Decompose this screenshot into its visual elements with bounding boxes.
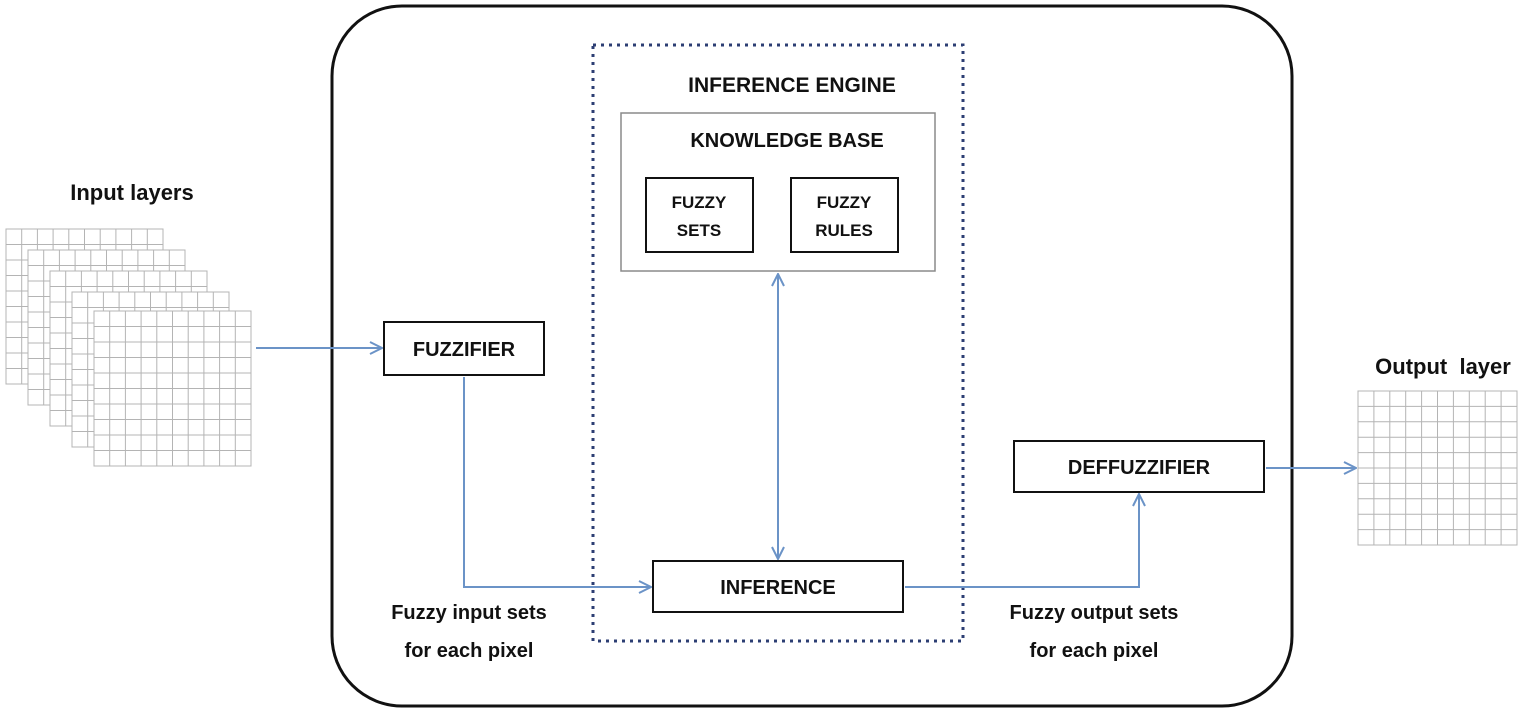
fuzzy-input-caption-line2: for each pixel <box>405 640 534 662</box>
input-layers-stack <box>5 228 252 467</box>
input-layers-title: Input layers <box>70 180 193 205</box>
inference-box <box>652 560 904 613</box>
knowledge-base-title: KNOWLEDGE BASE <box>690 130 883 152</box>
fuzzy-output-caption-line2: for each pixel <box>1030 640 1159 662</box>
fuzzifier-label: FUZZIFIER <box>413 339 516 361</box>
fuzzy-rules-label-line2: RULES <box>815 221 873 240</box>
fuzzy-sets-label-line2: SETS <box>677 221 721 240</box>
system-boundary <box>330 4 1294 708</box>
fuzzy-output-caption-line1: Fuzzy output sets <box>1010 602 1179 624</box>
fuzzifier-box <box>383 321 545 376</box>
inference-engine-region <box>591 43 965 643</box>
output-layer-grid <box>1357 390 1518 546</box>
inference-label: INFERENCE <box>720 577 836 599</box>
fuzzifier-to-inference-arrow <box>463 377 651 587</box>
deffuzzifier-box <box>1013 440 1265 493</box>
inference-engine-title: INFERENCE ENGINE <box>688 74 896 97</box>
fuzzy-input-caption-line1: Fuzzy input sets <box>391 602 547 624</box>
fuzzy-rules-box <box>790 177 899 253</box>
inference-to-deffuzzifier-arrow <box>905 494 1139 588</box>
output-layer-pixel-grid <box>1357 390 1518 546</box>
fuzzy-rules-label-line1: FUZZY <box>817 193 872 212</box>
input-layer-grid-5 <box>93 310 252 467</box>
fuzzy-sets-label-line1: FUZZY <box>672 193 727 212</box>
output-layer-title: Output layer <box>1375 354 1511 379</box>
fuzzy-sets-box <box>645 177 754 253</box>
deffuzzifier-label: DEFFUZZIFIER <box>1068 457 1211 479</box>
